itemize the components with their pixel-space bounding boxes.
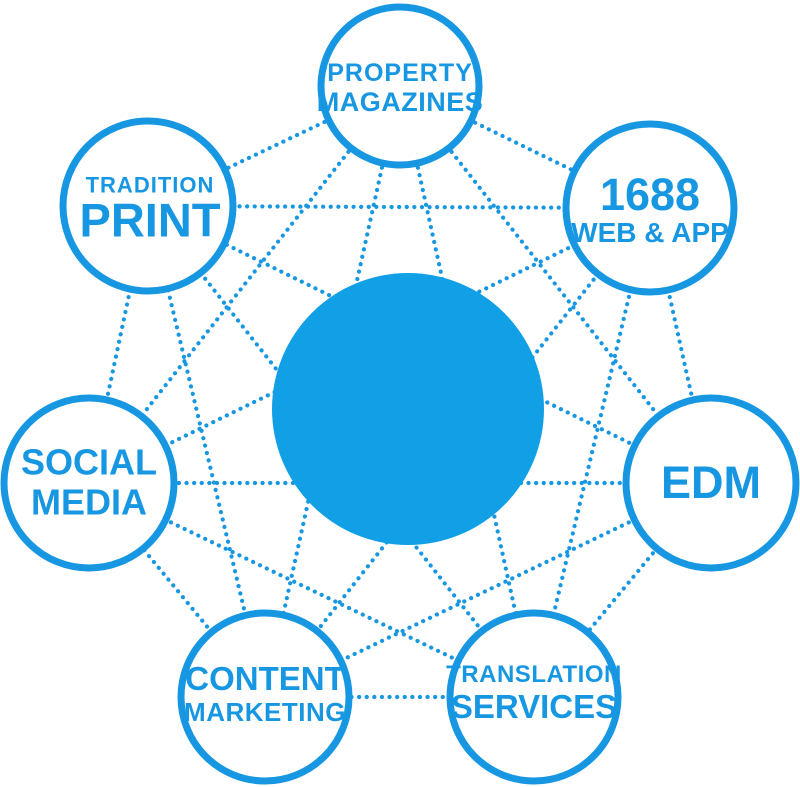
node-circle-content-marketing xyxy=(177,609,353,785)
node-circle-property-magazines xyxy=(317,3,483,169)
hub-circle xyxy=(272,273,544,545)
node-label-line: WEB & APP xyxy=(571,216,729,248)
node-label-translation-services: TRANSLATION SERVICES xyxy=(446,661,622,726)
node-label-line: PRINT xyxy=(79,192,221,246)
node-label-line: 1688 xyxy=(599,168,701,220)
node-label-line: PROPERTY xyxy=(327,58,473,87)
node-circle-tradition-print xyxy=(59,117,237,295)
node-circle-social-media xyxy=(0,394,178,572)
node-circle-translation-services xyxy=(446,609,622,785)
connection-line xyxy=(86,83,403,486)
node-label-social-media: SOCIAL MEDIA xyxy=(20,441,158,524)
node-label-1688-web-app: 1688 WEB & APP xyxy=(571,172,729,248)
node-label-line: TRANSLATION xyxy=(446,661,622,689)
node-label-line: TRADITION xyxy=(85,172,215,198)
node-label-property-magazines: PROPERTY MAGAZINES xyxy=(317,59,484,117)
node-circle-edm xyxy=(622,394,800,572)
node-label-line: MARKETING xyxy=(184,696,346,727)
node-label-line: MEDIA xyxy=(30,482,147,523)
node-label-line: SERVICES xyxy=(450,687,618,725)
node-label-tradition-print: TRADITION PRINT xyxy=(79,172,221,246)
node-label-edm: EDM xyxy=(661,456,761,508)
node-label-line: CONTENT xyxy=(185,659,345,697)
node-circles xyxy=(0,3,800,785)
node-circle-1688-web-app xyxy=(562,120,738,296)
node-label-line: EDM xyxy=(661,456,761,508)
node-label-content-marketing: CONTENT MARKETING xyxy=(184,659,346,727)
connection-line xyxy=(397,83,714,486)
node-label-line: MAGAZINES xyxy=(316,86,484,117)
node-label-line: SOCIAL xyxy=(20,441,158,483)
